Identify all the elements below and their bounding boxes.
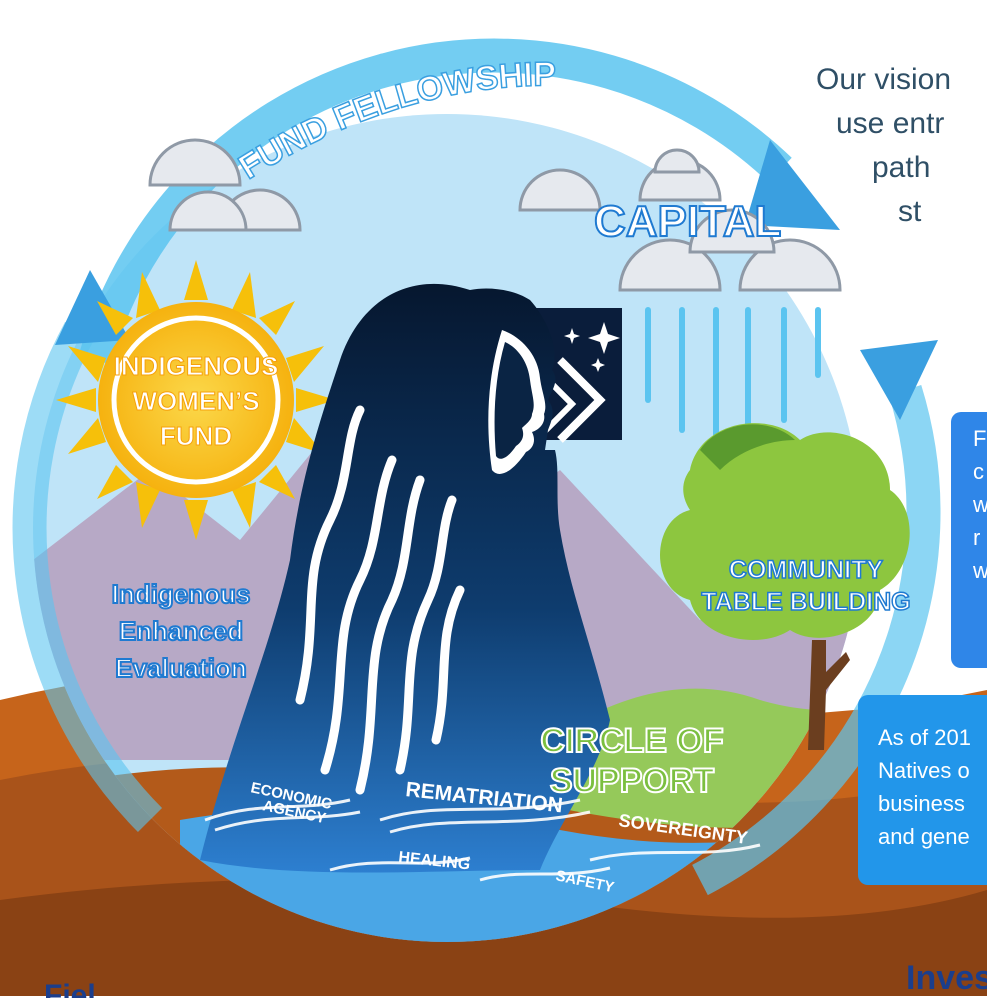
vision-line: path (872, 151, 931, 184)
info-box-line: business (878, 791, 965, 816)
wave-lines (204, 798, 761, 882)
capital-label: CAPITAL (594, 197, 781, 246)
woman-silhouette (200, 283, 610, 873)
circle-label-line: SUPPORT (550, 762, 715, 800)
info-box-line: and gene (878, 824, 970, 849)
info-box-top: F c w r w (951, 412, 987, 668)
evaluation-label-line: Enhanced (119, 616, 243, 646)
section-heading-left: Fiel (44, 979, 96, 998)
sun-label-line: INDIGENOUS (114, 351, 279, 381)
evaluation-label: Indigenous Enhanced Evaluation (111, 578, 252, 684)
sun-label-line: FUND (160, 421, 232, 451)
info-box-line: As of 201 (878, 725, 971, 750)
cycle-arrows (12, 38, 941, 896)
sun-label: INDIGENOUS WOMEN’S FUND (113, 351, 279, 452)
info-box-line: Natives o (878, 758, 970, 783)
info-box-bottom: As of 201 Natives o business and gene (858, 695, 987, 885)
cloud-capital (518, 148, 722, 212)
sun-label-line: WOMEN’S (132, 386, 259, 416)
vision-line: use entr (836, 107, 945, 140)
circle-of-support-label: CIRCLE OF SUPPORT (539, 721, 724, 801)
info-box-line: w (973, 558, 987, 583)
info-box-line: c (973, 459, 984, 484)
community-label-line: COMMUNITY (729, 556, 883, 584)
circle-label-line: CIRCLE OF (540, 722, 723, 760)
vision-line: Our vision (816, 63, 952, 96)
info-box-line: F (973, 426, 987, 451)
rain-cloud (618, 208, 842, 292)
community-label-line: TABLE BUILDING (701, 588, 910, 616)
section-heading-right: Inves (906, 959, 987, 997)
evaluation-label-line: Evaluation (115, 653, 246, 683)
cloud-left (148, 138, 302, 232)
evaluation-label-line: Indigenous (112, 579, 251, 609)
info-box-line: w (973, 492, 987, 517)
info-box-line: r (973, 525, 981, 550)
vision-statement: Our vision use entr path st (816, 58, 987, 234)
vision-line: st (898, 195, 922, 228)
tree (660, 423, 910, 750)
community-label: COMMUNITY TABLE BUILDING (701, 555, 912, 617)
